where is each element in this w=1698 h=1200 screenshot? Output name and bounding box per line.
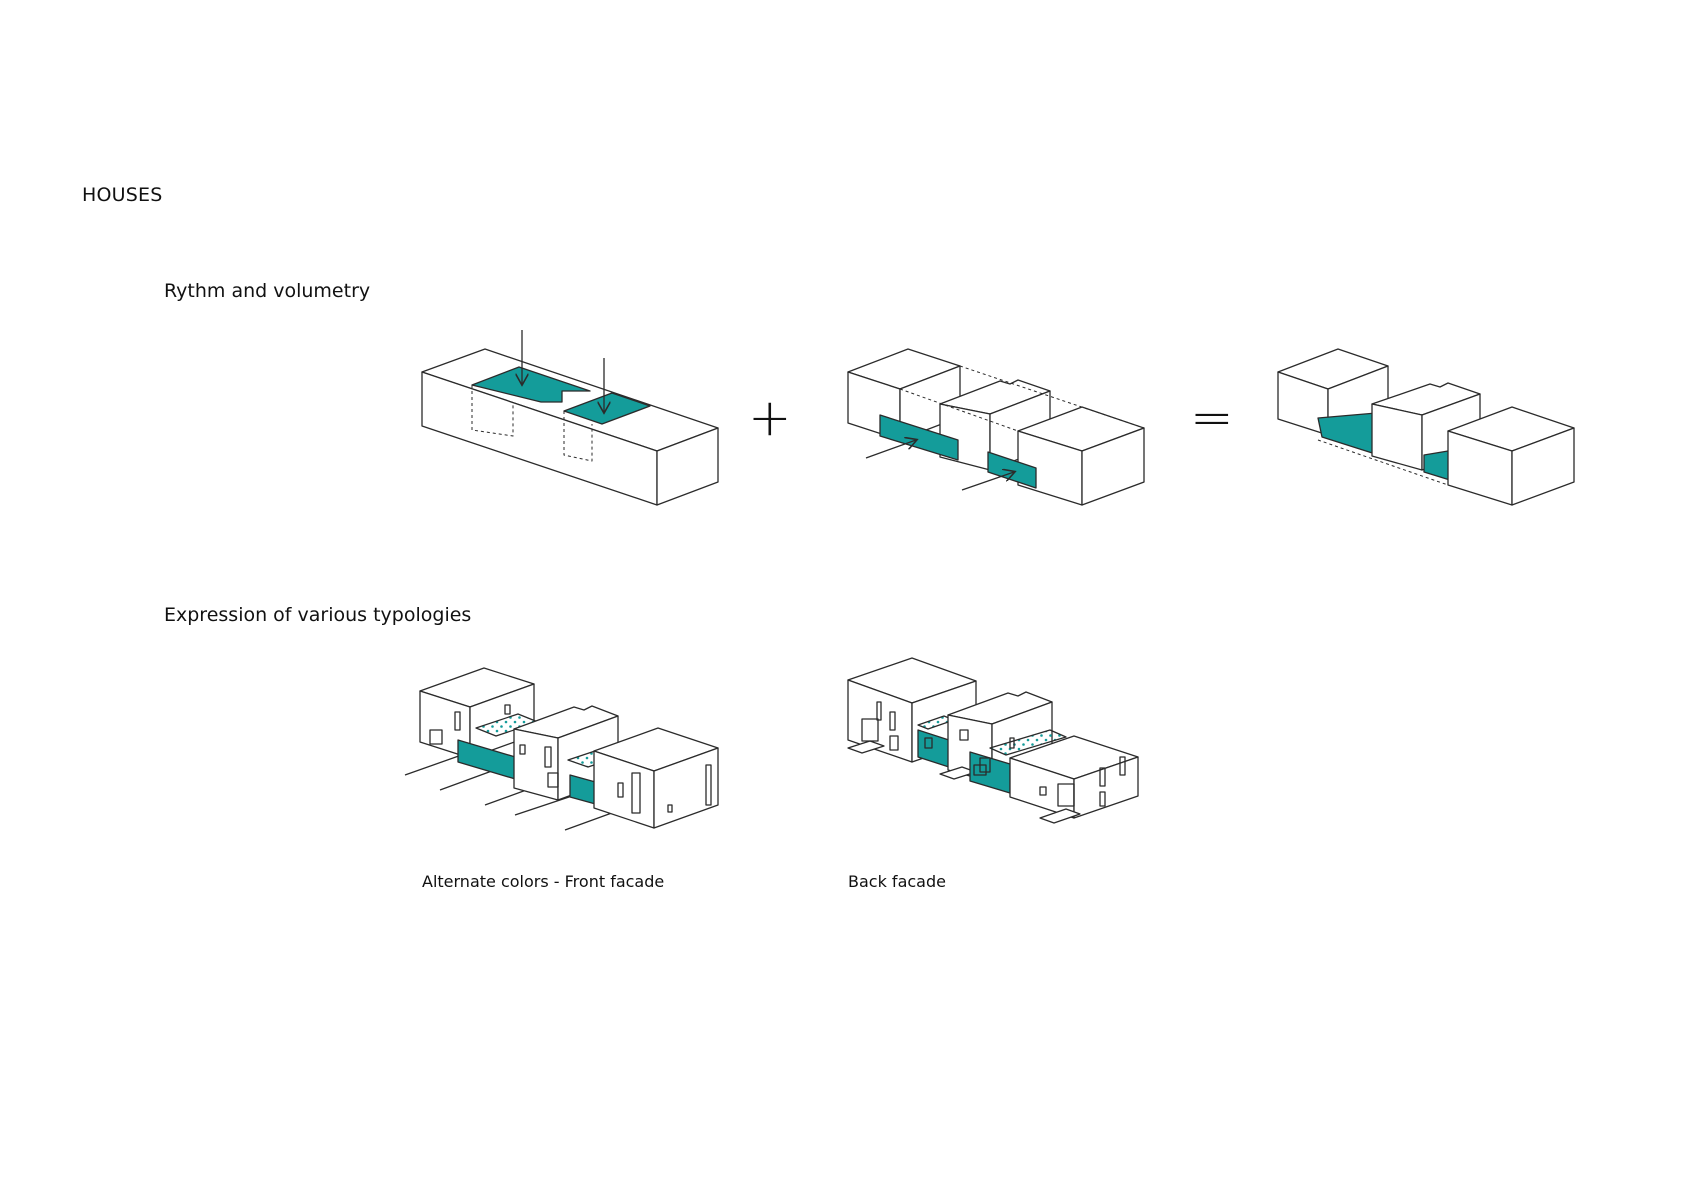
- result-volumes-diagram: [1277, 348, 1575, 506]
- teal-panel-1: [879, 414, 959, 461]
- split-volumes-diagram: [847, 348, 1145, 506]
- equals-operator: =: [1190, 388, 1234, 448]
- subtitle-rhythm-volumetry: Rythm and volumetry: [164, 280, 371, 302]
- caption-front-facade: Alternate colors - Front facade: [422, 872, 665, 891]
- arrow-push-2: [961, 472, 1014, 491]
- arrow-push-1: [865, 440, 916, 459]
- plus-operator: +: [748, 388, 792, 448]
- caption-back-facade: Back facade: [848, 872, 946, 891]
- front-facade-diagram: [404, 667, 719, 831]
- volumetry-block-diagram: [421, 330, 719, 506]
- back-facade-diagram: [847, 657, 1139, 824]
- carved-void-1: [471, 366, 591, 403]
- section-title: HOUSES: [82, 184, 163, 206]
- subtitle-expression-typologies: Expression of various typologies: [164, 604, 472, 626]
